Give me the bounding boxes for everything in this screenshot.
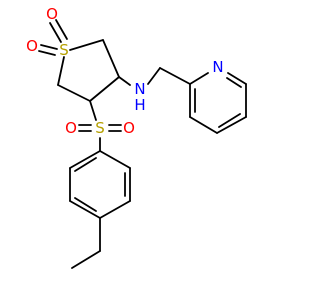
bond-n-ch2 (147, 67, 161, 85)
bond-c5-s (57, 56, 65, 86)
bond-pyridine-inner-3 (226, 77, 242, 88)
amine-hydrogen-label: H (134, 96, 145, 114)
bond-c3-n (118, 76, 131, 86)
bond-benzene-3 (99, 200, 131, 219)
bond-s-o1-a (55, 19, 68, 40)
amine-nitrogen-label: N (134, 80, 145, 98)
oxygen-label-2: O (26, 37, 38, 55)
bond-pyridine-5 (227, 72, 247, 85)
bond-s-o1-b (49, 22, 62, 43)
oxygen-label-1: O (46, 5, 58, 23)
atom-labels: O O S O S O N H N (26, 5, 224, 137)
pyridine-nitrogen-label: N (212, 58, 223, 76)
bond-c4-sulfonyl (89, 100, 97, 121)
bond-c2-c3 (102, 39, 120, 78)
bond-benzene-1 (99, 150, 131, 169)
bond-ethyl-2 (71, 250, 101, 269)
bond-benzene-6 (69, 150, 101, 169)
bond-benzene-inner-3 (74, 157, 97, 172)
bond-c3-c4 (89, 76, 120, 102)
sulfonyl-sulfur-label: S (95, 119, 105, 137)
oxygen-label-3: O (65, 119, 77, 137)
background (0, 0, 300, 300)
bond-benzene-4 (69, 200, 101, 219)
bonds (38, 19, 247, 269)
bond-pyridine-inner-2 (218, 113, 241, 128)
ring-sulfur-label: S (59, 41, 69, 59)
bond-s-o2-b (38, 50, 56, 56)
bond-c4-c5 (57, 84, 91, 102)
bond-pyridine-3 (216, 116, 247, 134)
oxygen-label-4: O (123, 119, 135, 137)
bond-pyridine-2 (189, 116, 218, 134)
bond-ch2-pyridine (159, 67, 191, 85)
molecule-structure: O O S O S O N H N (0, 0, 300, 300)
bond-s-c2 (69, 39, 104, 51)
bond-benzene-inner-2 (74, 197, 97, 212)
bond-pyridine-6 (189, 72, 209, 85)
bond-s-o2-a (40, 44, 58, 50)
